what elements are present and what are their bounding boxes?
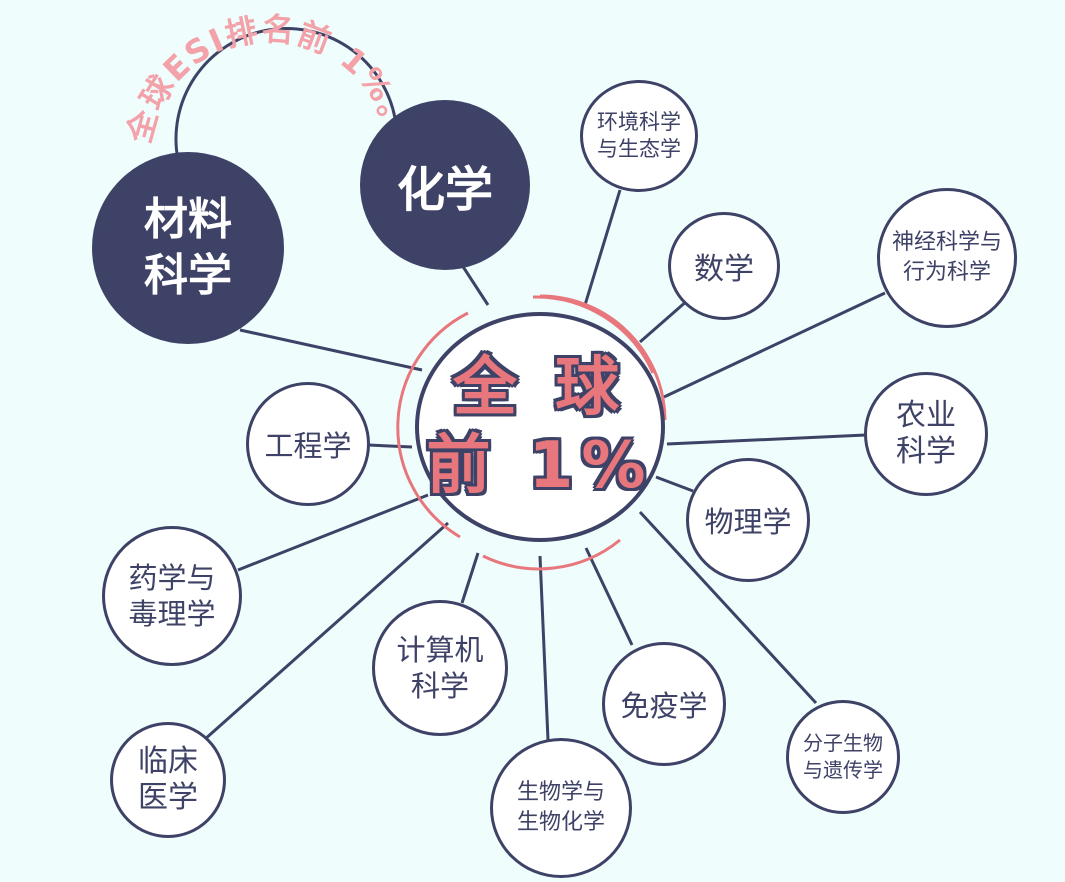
- node-physics: 物理学: [686, 458, 810, 582]
- node-pharmacology: 药学与 毒理学: [102, 526, 242, 666]
- link-environment: [583, 189, 622, 306]
- node-neuro: 神经科学与 行为科学: [877, 188, 1017, 328]
- link-clinical: [203, 521, 449, 742]
- arc-label-path: 全球ESI排名前 1%。: [120, 10, 415, 148]
- node-neuro-label: 神经科学与 行为科学: [891, 230, 1002, 285]
- center-label: 全 球 前 1%: [426, 351, 654, 503]
- node-engineering: 工程学: [246, 382, 370, 506]
- node-materials-label: 材料 科学: [144, 194, 232, 301]
- link-math: [639, 298, 689, 344]
- node-computer-label: 计算机 科学: [396, 633, 484, 703]
- node-agriculture-label: 农业 科学: [896, 398, 956, 469]
- link-engineering: [367, 443, 413, 449]
- node-molecular-label: 分子生物 与遗传学: [803, 731, 883, 782]
- center-node: 全 球 前 1%: [415, 312, 665, 542]
- link-computer: [460, 552, 480, 604]
- node-pharmacology-label: 药学与 毒理学: [128, 561, 216, 631]
- node-chemistry-label: 化学: [396, 162, 493, 218]
- node-biology: 生物学与 生物化学: [490, 738, 632, 878]
- node-immunology: 免疫学: [602, 642, 726, 766]
- arc-label: 全球ESI排名前 1%。: [120, 10, 417, 148]
- link-chemistry: [458, 261, 490, 306]
- link-molecular: [638, 510, 818, 705]
- node-math-label: 数学: [694, 252, 754, 287]
- center-rings: [396, 294, 667, 571]
- node-clinical: 临床 医学: [110, 722, 226, 838]
- node-environment: 环境科学 与生态学: [580, 80, 698, 192]
- node-clinical-label: 临床 医学: [138, 744, 198, 815]
- node-immunology-label: 免疫学: [620, 689, 708, 723]
- node-materials: 材料 科学: [92, 152, 284, 344]
- node-agriculture: 农业 科学: [864, 372, 988, 496]
- link-agriculture: [666, 433, 867, 446]
- node-chemistry: 化学: [360, 100, 530, 270]
- node-biology-label: 生物学与 生物化学: [516, 780, 605, 835]
- node-engineering-label: 工程学: [264, 429, 352, 463]
- link-materials: [239, 328, 423, 372]
- node-computer: 计算机 科学: [372, 600, 508, 736]
- node-molecular: 分子生物 与遗传学: [786, 700, 900, 814]
- node-environment-label: 环境科学 与生态学: [597, 110, 681, 161]
- link-pharmacology: [237, 493, 429, 572]
- link-biology: [538, 555, 550, 741]
- link-neuro: [663, 291, 886, 399]
- node-math: 数学: [668, 212, 780, 320]
- link-immunology: [584, 547, 634, 646]
- highlight-arc: [174, 27, 397, 161]
- link-physics: [655, 475, 694, 493]
- node-physics-label: 物理学: [704, 505, 792, 539]
